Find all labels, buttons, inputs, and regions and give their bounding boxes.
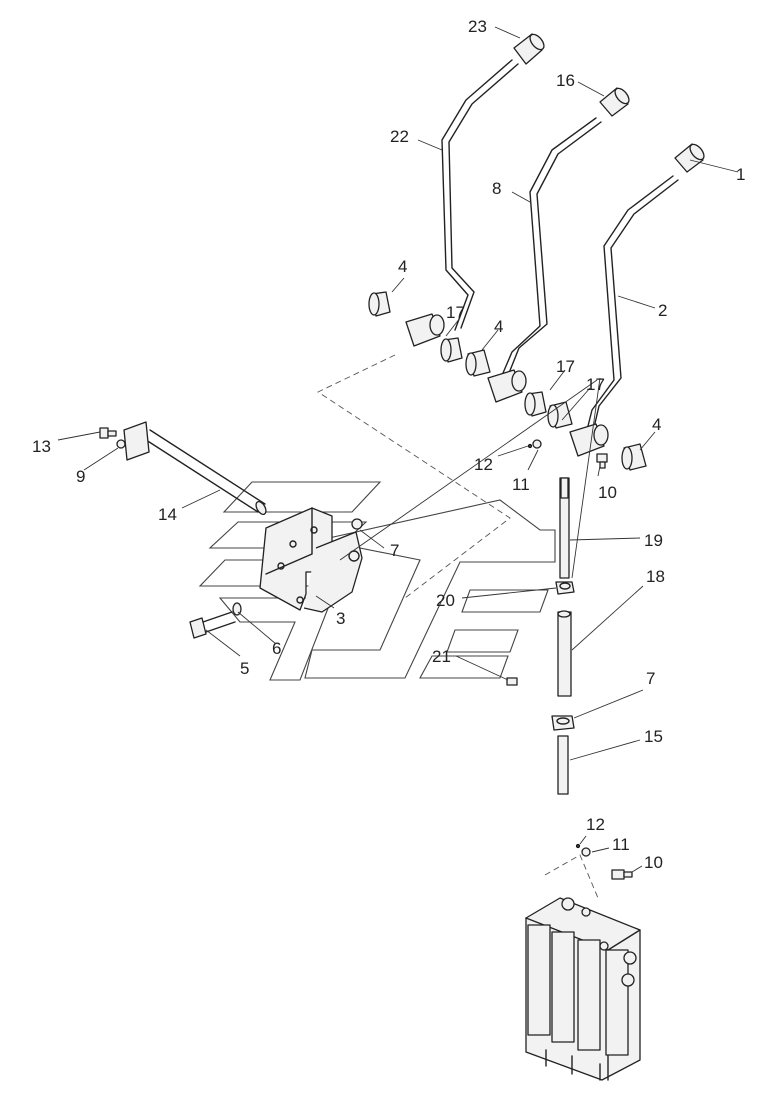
coupling-18 [557, 610, 572, 697]
callout-17-lower: 17 [586, 375, 605, 394]
callout-12-lower: 12 [586, 815, 605, 834]
callout-11-lower: 11 [612, 835, 630, 854]
callout-labels: 23 16 1 22 8 2 4 17 4 17 17 4 12 11 10 1… [32, 17, 745, 872]
callout-19: 19 [644, 531, 663, 550]
callout-4-top: 4 [398, 257, 407, 276]
lever-2 [584, 175, 679, 439]
washer-6 [232, 602, 242, 616]
callout-7-rod: 7 [646, 669, 655, 688]
lever-8 [499, 117, 602, 381]
callout-3: 3 [336, 609, 345, 628]
callout-15: 15 [644, 727, 663, 746]
callout-2: 2 [658, 301, 667, 320]
callout-22: 22 [390, 127, 409, 146]
callout-23: 23 [468, 17, 487, 36]
pin-12-upper [527, 443, 533, 449]
callout-18: 18 [646, 567, 665, 586]
washer-9 [116, 439, 126, 449]
callout-10-upper: 10 [598, 483, 617, 502]
watermark-logo [198, 481, 556, 681]
bolt-5 [189, 611, 236, 639]
callout-8: 8 [492, 179, 501, 198]
knob-1 [674, 143, 705, 173]
callout-12-upper: 12 [474, 455, 493, 474]
leader-lines [57, 26, 739, 873]
callout-13: 13 [32, 437, 51, 456]
bushing-4-middle [465, 349, 491, 377]
pin-12-lower [575, 843, 581, 849]
callout-14: 14 [158, 505, 177, 524]
nut-11-upper [532, 439, 542, 449]
rod-19 [559, 477, 570, 579]
knob-23 [513, 33, 545, 65]
bolt-13 [99, 427, 117, 439]
control-valve-block [525, 897, 641, 1081]
bolt-10-upper [596, 453, 608, 469]
screw-21 [506, 677, 518, 686]
callout-4-middle: 4 [494, 317, 503, 336]
shaft-14 [123, 421, 267, 516]
bolt-10-lower [611, 869, 633, 880]
rod-15 [557, 735, 569, 795]
lever-22 [441, 59, 519, 331]
nut-7-rod [551, 715, 575, 731]
callout-17-middle: 17 [556, 357, 575, 376]
callout-4-right: 4 [652, 415, 661, 434]
callout-5: 5 [240, 659, 249, 678]
bushing-17-lower [547, 401, 573, 429]
callout-20: 20 [436, 591, 455, 610]
bushing-4-top [368, 291, 391, 317]
callout-16: 16 [556, 71, 575, 90]
nut-11-lower [581, 847, 591, 857]
callout-9: 9 [76, 467, 85, 486]
nut-7-bracket [351, 518, 363, 530]
callout-6: 6 [272, 639, 281, 658]
knob-16 [599, 87, 630, 117]
callout-10-lower: 10 [644, 853, 663, 872]
nut-20 [555, 581, 575, 595]
bushing-17-middle [524, 391, 547, 417]
bracket-3 [259, 507, 363, 613]
callout-1: 1 [736, 165, 745, 184]
callout-7-bracket: 7 [390, 541, 399, 560]
bushing-17-top [440, 337, 463, 363]
bushing-4-right [621, 443, 647, 471]
callout-21: 21 [432, 647, 451, 666]
assembly-dashed-lines [317, 354, 599, 899]
callout-11-upper: 11 [512, 475, 530, 494]
lever-hubs [405, 313, 609, 457]
callout-17-top: 17 [446, 303, 465, 322]
